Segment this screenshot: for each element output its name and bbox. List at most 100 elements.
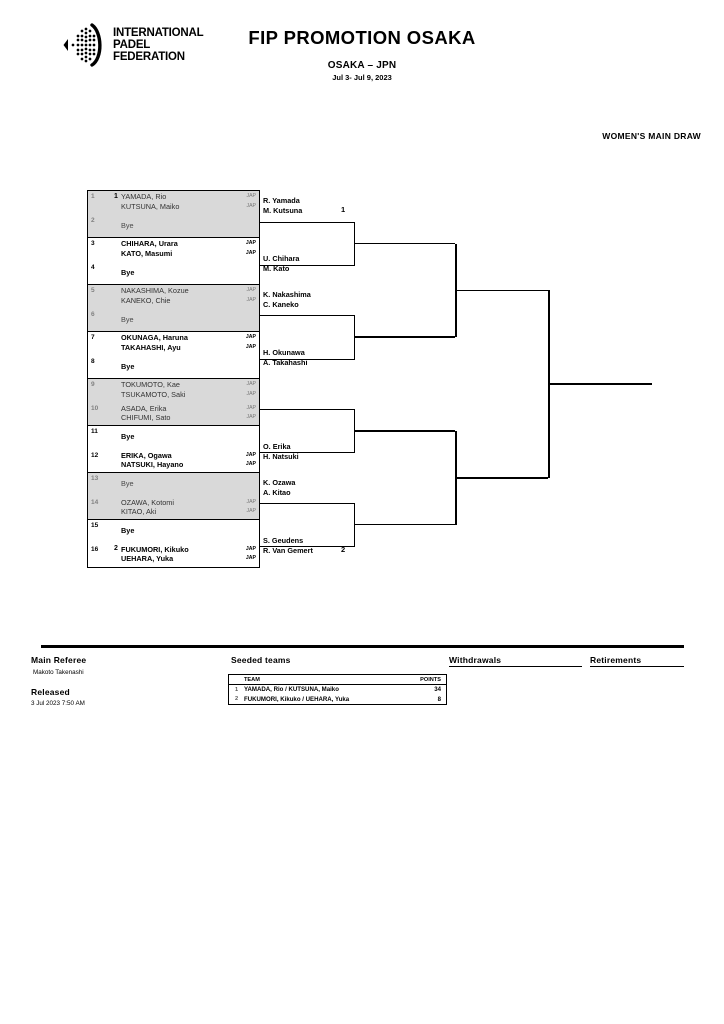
withdrawals-label: Withdrawals bbox=[449, 655, 502, 665]
entry-number: 5 bbox=[91, 287, 95, 294]
country-code: JAP bbox=[245, 334, 256, 340]
entry-number: 11 bbox=[91, 428, 98, 435]
logo-line-2: PADEL bbox=[113, 38, 151, 51]
entry-number: 8 bbox=[91, 357, 95, 365]
retirements-rule bbox=[590, 666, 684, 668]
entry-bye: Bye bbox=[121, 267, 135, 277]
country-code: JAP bbox=[245, 249, 256, 256]
retirements-label: Retirements bbox=[590, 655, 642, 665]
player-name: KITAO, Aki bbox=[121, 507, 157, 517]
entry-bye: Bye bbox=[121, 314, 134, 324]
player-name: H. Natsuki bbox=[263, 451, 299, 461]
entry-bye: Bye bbox=[121, 479, 134, 488]
player-name: YAMADA, Rio bbox=[121, 192, 167, 201]
main-referee-label: Main Referee bbox=[31, 655, 87, 665]
entry-number: 16 bbox=[91, 545, 99, 553]
entry-number: 6 bbox=[91, 310, 95, 318]
logo-line-1: INTERNATIONAL bbox=[113, 26, 204, 39]
withdrawals-rule bbox=[449, 666, 582, 668]
fip-logo: INTERNATIONAL PADEL FEDERATION bbox=[62, 22, 204, 68]
country-code: JAP bbox=[246, 193, 256, 199]
entry-bye: Bye bbox=[121, 220, 134, 230]
player-name: NAKASHIMA, Kozue bbox=[121, 286, 189, 295]
header-points: POINTS bbox=[420, 676, 441, 683]
country-code: JAP bbox=[245, 240, 256, 246]
player-name: TOKUMOTO, Kae bbox=[121, 380, 180, 389]
entry-bye: Bye bbox=[121, 361, 135, 371]
player-name: KATO, Masumi bbox=[121, 248, 173, 258]
seed-rank: 1 bbox=[234, 686, 239, 693]
table-header-row: TEAM POINTS bbox=[229, 675, 446, 685]
entry-number: 3 bbox=[91, 240, 95, 247]
page-header: INTERNATIONAL PADEL FEDERATION FIP PROMO… bbox=[0, 0, 724, 110]
player-name: ERIKA, Ogawa bbox=[121, 450, 172, 460]
entry-number: 14 bbox=[91, 498, 99, 506]
country-code: JAP bbox=[245, 451, 256, 458]
qf-match-bracket bbox=[260, 502, 355, 547]
released-value: 3 Jul 2023 7:50 AM bbox=[31, 700, 85, 707]
entry-bye: Bye bbox=[121, 432, 135, 441]
sf-connector-bottom bbox=[355, 523, 455, 526]
entry-number: 1 bbox=[91, 193, 95, 200]
country-code: JAP bbox=[246, 390, 256, 397]
country-code: JAP bbox=[245, 545, 256, 552]
draw-type-label: WOMEN'S MAIN DRAW bbox=[602, 131, 701, 141]
entry-number: 15 bbox=[91, 522, 99, 529]
r2-team-seed: 1 bbox=[341, 205, 346, 214]
seed-team: FUKUMORI, Kikuko / UEHARA, Yuka bbox=[244, 695, 350, 703]
seed-team: YAMADA, Rio / KUTSUNA, Maiko bbox=[244, 686, 339, 694]
player-name: TAKAHASHI, Ayu bbox=[121, 342, 181, 352]
player-name: OKUNAGA, Haruna bbox=[121, 333, 188, 342]
logo-line-3: FEDERATION bbox=[113, 51, 185, 64]
player-name: UEHARA, Yuka bbox=[121, 554, 174, 564]
player-name: U. Chihara bbox=[263, 254, 300, 263]
player-name: M. Kato bbox=[263, 263, 290, 273]
player-name: CHIHARA, Urara bbox=[121, 239, 178, 248]
player-name: S. Geudens bbox=[263, 536, 304, 545]
entry-seed: 1 bbox=[114, 192, 118, 200]
country-code: JAP bbox=[246, 498, 256, 505]
player-name: A. Takahashi bbox=[263, 357, 308, 367]
entry-number: 13 bbox=[91, 475, 99, 482]
country-code: JAP bbox=[245, 343, 256, 350]
player-name: C. Kaneko bbox=[263, 299, 299, 309]
seeded-teams-label: Seeded teams bbox=[231, 655, 291, 665]
country-code: JAP bbox=[246, 287, 256, 293]
entry-seed: 2 bbox=[114, 545, 118, 552]
player-name: O. Erika bbox=[263, 442, 291, 451]
r2-team-seed: 2 bbox=[341, 545, 346, 554]
main-referee-name: Makoto Takenashi bbox=[33, 669, 84, 676]
event-title: FIP PROMOTION OSAKA bbox=[248, 27, 476, 48]
sf-connector-bottom bbox=[355, 336, 455, 339]
champion-line bbox=[548, 383, 652, 385]
